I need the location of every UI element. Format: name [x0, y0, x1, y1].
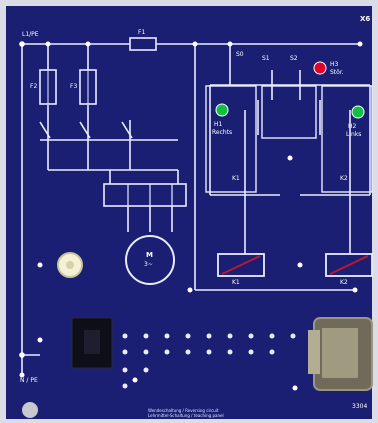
control-box-middle: [261, 85, 317, 139]
fuse-top: [129, 37, 157, 51]
interlock-lines: [244, 200, 351, 250]
footer-caption: Wendeschaltung / Reversing circuit Lehrm…: [148, 408, 224, 418]
footer-line-1: Wendeschaltung / Reversing circuit: [148, 408, 219, 413]
coil-1-label: K1: [232, 279, 240, 286]
terminal-block: [71, 317, 113, 369]
main-contacts: [39, 121, 133, 139]
socket-row[interactable]: [122, 333, 296, 389]
coil-2-label: K2: [340, 279, 348, 286]
contactor-block: [103, 183, 187, 207]
lamp-fault: [313, 61, 327, 75]
lamp-right-text: Links: [346, 131, 362, 138]
control-box-right: [321, 85, 373, 193]
motor-symbol: [125, 235, 175, 285]
fuse-2-label: F3: [70, 83, 78, 90]
lamp-right-label: H2: [348, 123, 357, 130]
corner-mark: X6: [360, 15, 371, 23]
panel-id: 3304: [352, 403, 368, 410]
control-box-left: [205, 85, 257, 193]
lamp-left-text: Rechts: [212, 129, 233, 136]
start-button-1-label: S1: [262, 55, 270, 62]
lamp-fault-label: H3: [330, 61, 339, 68]
supply-top-label: L1/PE: [22, 31, 39, 38]
start-button-2-label: S2: [290, 55, 298, 62]
contactor-2-label: K2: [340, 175, 348, 182]
wiring: [21, 43, 371, 375]
fault-text: Stör.: [330, 69, 344, 76]
lamp-left: [215, 103, 229, 117]
mounting-screw: [22, 402, 38, 418]
lamp-right: [351, 105, 365, 119]
motor-label: M: [146, 251, 153, 259]
motor-sub-label: 3~: [144, 261, 153, 268]
contactor-1-label: K1: [232, 175, 240, 182]
supply-bottom-label: N / PE: [20, 377, 38, 384]
fuse-top-label: F1: [138, 29, 146, 36]
fuse-1-label: F2: [30, 83, 38, 90]
terminal-points[interactable]: [19, 41, 363, 391]
lamp-left-label: H1: [214, 121, 223, 128]
footer-line-2: Lehrmittel-Schaltung / teaching panel: [148, 412, 224, 418]
stop-button-label: S0: [236, 51, 244, 58]
